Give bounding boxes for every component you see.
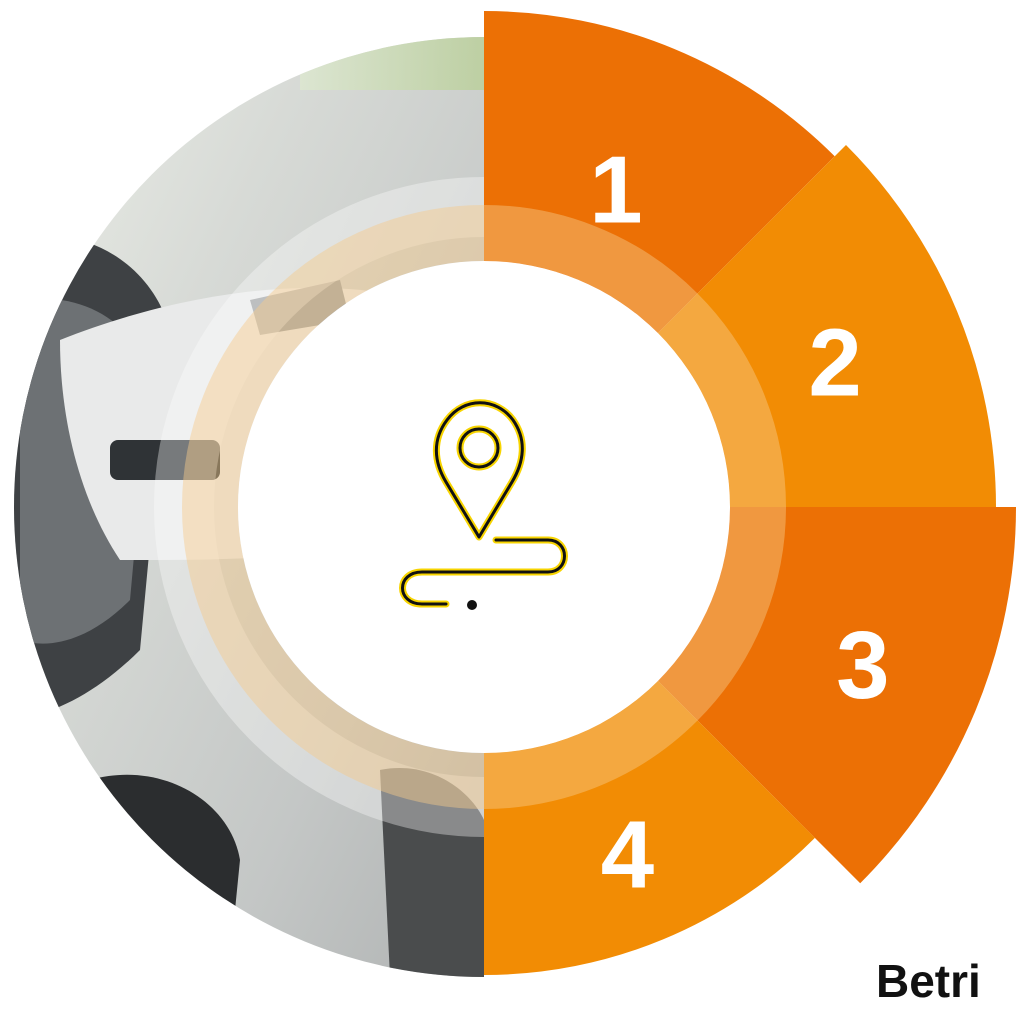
segment-2-label: 2: [808, 310, 861, 417]
segment-4-label: 4: [601, 802, 654, 909]
segment-3-label: 3: [836, 612, 889, 719]
center-circle: [238, 261, 730, 753]
cut-off-title: Betri: [876, 955, 981, 1007]
